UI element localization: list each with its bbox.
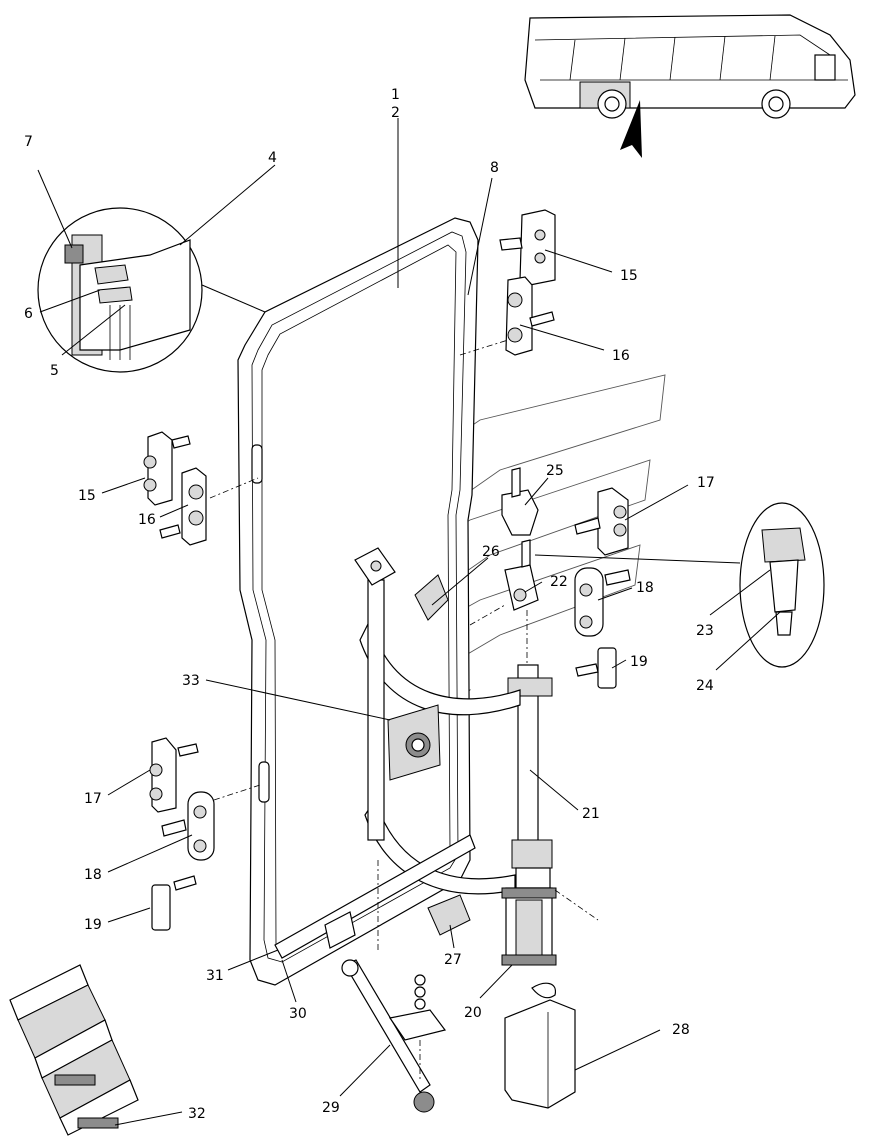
location-arrow-icon xyxy=(620,100,642,158)
hinge-part-18-left xyxy=(161,791,215,861)
hinge-part-15-left xyxy=(143,431,191,506)
label-24: 24 xyxy=(696,678,714,694)
hinge-part-19-right xyxy=(575,647,617,689)
label-27: 27 xyxy=(444,952,462,968)
label-5: 5 xyxy=(50,363,59,379)
wedge-part-26 xyxy=(414,574,449,621)
label-19-left: 19 xyxy=(84,917,102,933)
hinge-part-17-right xyxy=(574,487,629,556)
label-2: 2 xyxy=(391,105,400,121)
label-15-left: 15 xyxy=(78,488,96,504)
label-28: 28 xyxy=(672,1022,690,1038)
label-18-right: 18 xyxy=(636,580,654,596)
washer-stack xyxy=(388,974,447,1080)
label-16-left: 16 xyxy=(138,512,156,528)
mount-plate-top xyxy=(354,547,396,586)
handle-plate-33 xyxy=(387,704,441,781)
door-arm-tubes xyxy=(359,579,521,895)
label-18-left: 18 xyxy=(84,867,102,883)
label-29: 29 xyxy=(322,1100,340,1116)
label-31: 31 xyxy=(206,968,224,984)
door-panel xyxy=(237,217,479,986)
label-25: 25 xyxy=(546,463,564,479)
label-22: 22 xyxy=(550,574,568,590)
bottom-rail xyxy=(274,834,476,959)
label-1: 1 xyxy=(391,87,400,103)
hinge-part-16-top xyxy=(505,276,555,356)
door-hinge-slots xyxy=(251,444,270,803)
label-16-top: 16 xyxy=(612,348,630,364)
label-7: 7 xyxy=(24,134,33,150)
label-26: 26 xyxy=(482,544,500,560)
callout-labels: 1 2 4 5 6 7 8 15 15 16 16 17 17 18 18 19… xyxy=(24,87,715,1122)
entry-steps-32 xyxy=(9,964,139,1136)
label-33: 33 xyxy=(182,673,200,689)
door-pillar-shaft xyxy=(507,664,553,889)
bus-overview xyxy=(524,14,856,158)
hinge-part-18-right xyxy=(574,567,631,637)
cover-part-28 xyxy=(504,982,576,1109)
label-17-left: 17 xyxy=(84,791,102,807)
bracket-part-25 xyxy=(501,467,539,536)
label-17-right: 17 xyxy=(697,475,715,491)
linkage-rod-29 xyxy=(341,860,435,1113)
hinge-part-15-top xyxy=(499,209,556,286)
label-15-top: 15 xyxy=(620,268,638,284)
label-23: 23 xyxy=(696,623,714,639)
hinge-part-19-left xyxy=(151,875,197,931)
label-32: 32 xyxy=(188,1106,206,1122)
label-20: 20 xyxy=(464,1005,482,1021)
label-4: 4 xyxy=(268,150,277,166)
label-21: 21 xyxy=(582,806,600,822)
fastener-detail-view xyxy=(534,502,825,668)
label-19-right: 19 xyxy=(630,654,648,670)
hinge-part-16-left xyxy=(159,467,207,546)
hinge-part-17-left xyxy=(149,737,199,813)
label-30: 30 xyxy=(289,1006,307,1022)
bracket-part-22 xyxy=(504,539,539,611)
leader-lines xyxy=(37,118,781,1126)
door-cylinder-20 xyxy=(501,887,557,966)
label-6: 6 xyxy=(24,306,33,322)
block-part-27 xyxy=(427,894,471,936)
label-8: 8 xyxy=(490,160,499,176)
